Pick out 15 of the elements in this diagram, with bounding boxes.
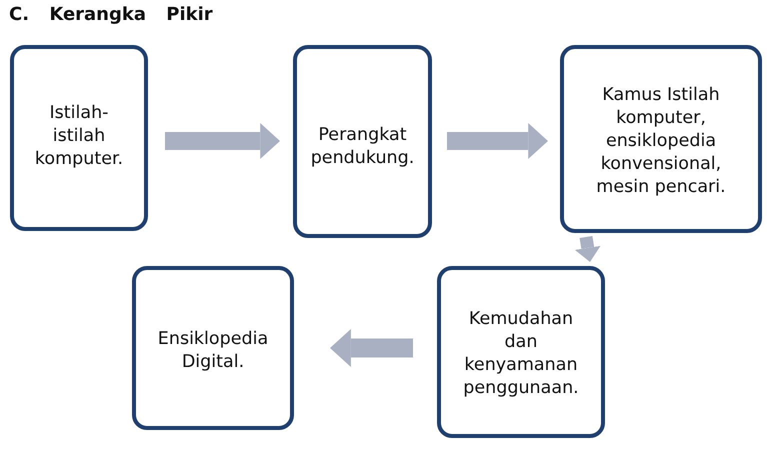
block-arrow (447, 123, 548, 159)
process-box (293, 45, 432, 238)
box-text: Istilah-istilah komputer. (34, 102, 124, 171)
box-text: Kamus Istilah komputer, ensiklopedia konvensional, mesin pencari. (595, 84, 727, 199)
process-box (560, 45, 762, 233)
box-text: Perangkat pendukung. (310, 124, 416, 170)
box-text: Kemudahan dan kenyamanan penggunaan. (462, 308, 580, 400)
process-box (10, 45, 148, 231)
block-arrow (165, 123, 280, 159)
block-arrow (574, 236, 601, 264)
block-arrow (330, 329, 413, 367)
process-box (437, 266, 605, 438)
section-heading: C. Kerangka Pikir (9, 4, 213, 25)
process-box (132, 266, 294, 430)
box-text: Ensiklopedia Digital. (156, 328, 270, 374)
